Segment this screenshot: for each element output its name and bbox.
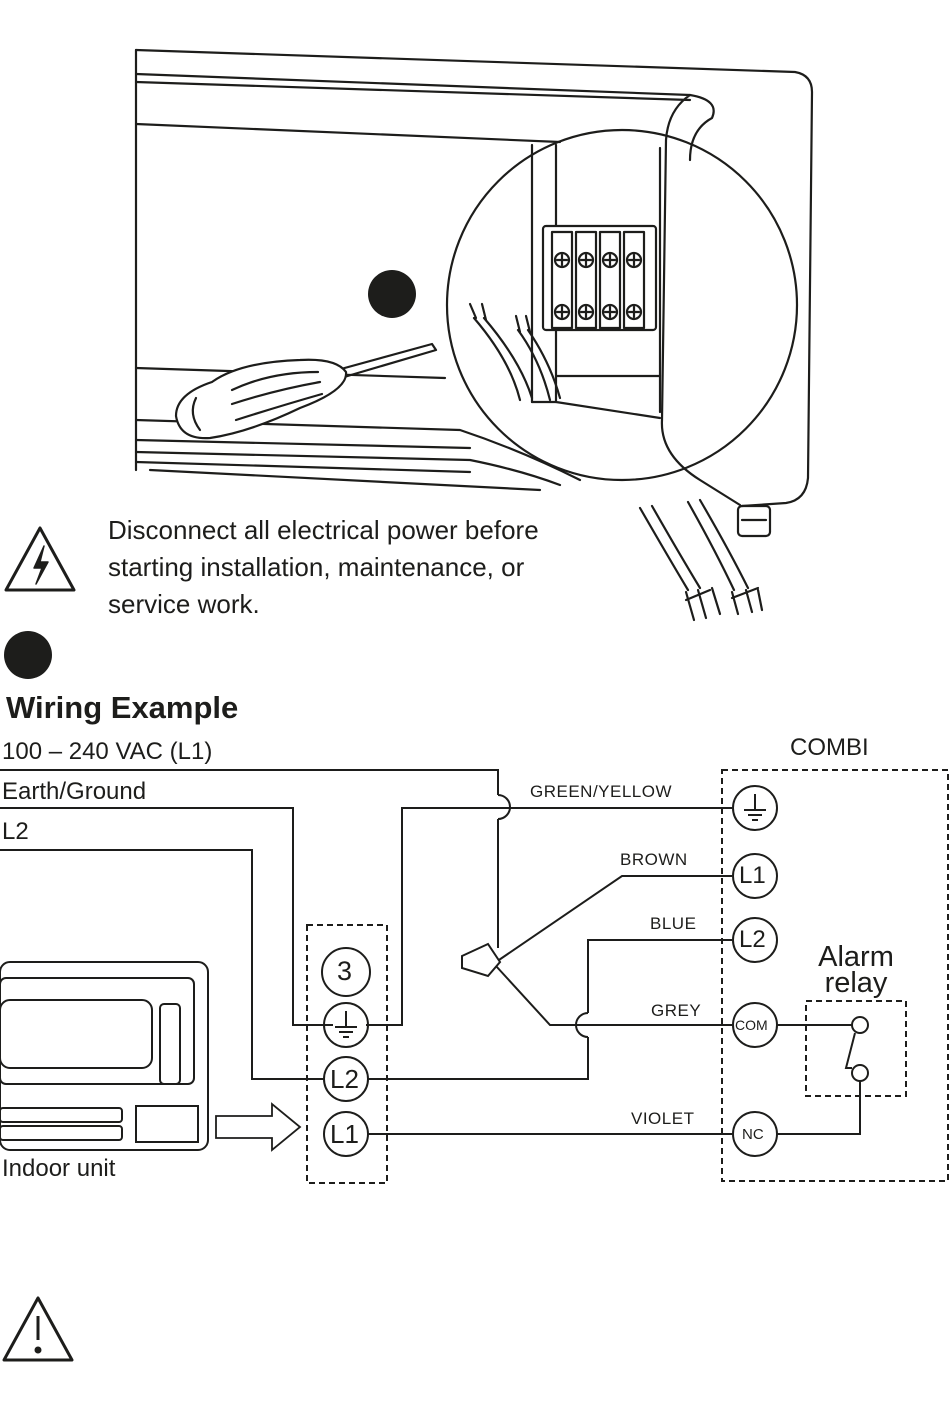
wire-label-brown: BROWN [620, 850, 688, 870]
screwdriver-illustration [176, 344, 436, 438]
callout-dot-2 [4, 631, 52, 679]
combi-title: COMBI [790, 734, 869, 762]
wire-label-violet: VIOLET [631, 1109, 694, 1129]
terminal-detail-magnifier [447, 130, 797, 480]
combi-terminal-l2: L2 [739, 926, 766, 954]
wire-label-grey: GREY [651, 1001, 701, 1021]
power-warning-text: Disconnect all electrical power before s… [108, 512, 539, 623]
wire-label-blue: BLUE [650, 914, 696, 934]
section-title: Wiring Example [6, 690, 238, 726]
earth-ground-icon [744, 794, 766, 820]
alarm-relay-line-2: relay [800, 970, 912, 996]
supply-earth-label: Earth/Ground [2, 778, 146, 806]
alarm-relay-label: Alarm relay [800, 944, 912, 996]
high-voltage-warning-icon [6, 528, 74, 590]
indoor-terminal-l1: L1 [330, 1119, 359, 1150]
wire-label-green-yellow: GREEN/YELLOW [530, 782, 672, 802]
power-cables [640, 500, 762, 620]
combi-terminal-com: COM [735, 1017, 768, 1033]
indoor-terminal-l2: L2 [330, 1064, 359, 1095]
warning-line-1: Disconnect all electrical power before [108, 512, 539, 549]
warning-line-2: starting installation, maintenance, or [108, 549, 539, 586]
combi-terminal-nc: NC [742, 1126, 764, 1143]
caution-warning-icon [4, 1298, 72, 1360]
indoor-terminal-3: 3 [337, 956, 352, 987]
supply-l1-label: 100 – 240 VAC (L1) [2, 738, 212, 766]
combi-terminal-l1: L1 [739, 862, 766, 890]
callout-dot-1 [368, 270, 416, 318]
device-illustration [136, 50, 812, 536]
indoor-unit-label: Indoor unit [2, 1155, 115, 1183]
earth-ground-icon [335, 1011, 357, 1037]
warning-line-3: service work. [108, 586, 539, 623]
supply-l2-label: L2 [2, 818, 29, 846]
